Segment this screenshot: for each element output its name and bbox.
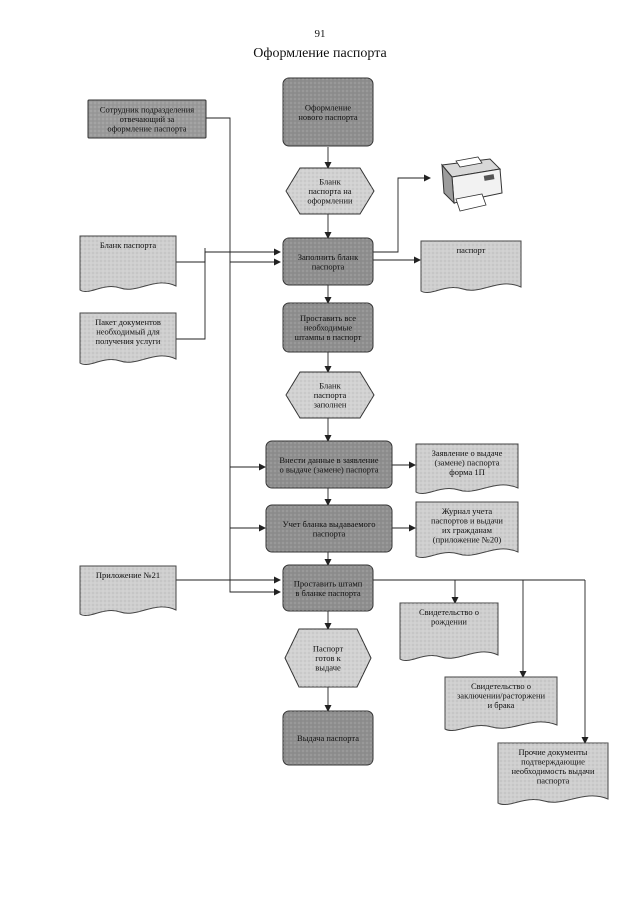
node-label-line: Прочие документы [519, 747, 588, 757]
node-label-line: Бланк [319, 381, 341, 391]
node-label-line: заключении/расторжени [457, 691, 546, 701]
edge-employee-bus [206, 117, 281, 596]
node-label-line: и брака [488, 700, 515, 710]
flow-connectors [175, 117, 589, 744]
node-blank-doc: Бланк паспорта [79, 235, 177, 292]
node-label-line: Бланк паспорта [100, 240, 156, 250]
node-label-line: Проставить штамп [294, 578, 363, 588]
node-label-line: Учет бланка выдаваемого [283, 519, 376, 529]
node-label-line: готов к [315, 653, 341, 663]
node-label-line: оформление паспорта [107, 124, 186, 134]
node-other-doc: Прочие документыподтверждающиенеобходимо… [497, 742, 609, 805]
node-label-line: паспорта [314, 390, 347, 400]
page-title: Оформление паспорта [253, 46, 387, 61]
node-label-line: необходимый для [96, 327, 160, 337]
node-appendix-doc: Приложение №21 [79, 565, 177, 616]
node-label-line: штампы в паспорт [295, 332, 362, 342]
node-label-line: получения услуги [96, 336, 161, 346]
node-label-line: Оформление [305, 102, 352, 112]
node-label-line: в бланке паспорта [295, 588, 360, 598]
node-issue: Выдача паспорта [282, 710, 374, 766]
node-label-line: необходимые [304, 323, 352, 333]
node-label-line: Сотрудник подразделения [100, 105, 194, 115]
node-label-line: о выдаче (замене) паспорта [279, 464, 378, 474]
node-label-line: подтверждающие [521, 757, 585, 767]
node-label-line: Свидетельство о [419, 607, 479, 617]
node-label-line: выдаче [315, 663, 341, 673]
node-label-line: (приложение №20) [433, 535, 502, 545]
node-label-line: заполнен [314, 400, 347, 410]
node-label-line: форма 1П [449, 467, 485, 477]
node-label-line: паспорт [457, 245, 486, 255]
node-label-line: Приложение №21 [96, 570, 160, 580]
node-label-line: отвечающий за [120, 114, 175, 124]
node-label-line: паспорта [537, 776, 570, 786]
node-label-line: Выдача паспорта [297, 733, 359, 743]
node-label-line: Проставить все [300, 313, 356, 323]
node-label-line: Заполнить бланк [298, 252, 359, 262]
node-label-line: паспортов и выдачи [431, 516, 503, 526]
page-number: 91 [314, 28, 326, 40]
node-label-line: Журнал учета [442, 506, 493, 516]
node-label-line: Паспорт [313, 644, 344, 654]
edge-fill-to-printer [372, 174, 431, 253]
node-label-line: Бланк [319, 177, 341, 187]
node-label-line: нового паспорта [298, 112, 358, 122]
node-passport-doc: паспорт [420, 240, 522, 293]
node-label-line: паспорта на [308, 186, 351, 196]
node-application-doc: Заявление о выдаче(замене) паспортаформа… [415, 443, 519, 494]
node-label-line: Свидетельство о [471, 681, 531, 691]
node-label-line: паспорта [313, 528, 346, 538]
node-label-line: паспорта [312, 261, 345, 271]
node-label-line: (замене) паспорта [434, 458, 499, 468]
edge-blankdoc-to-fill [175, 248, 281, 263]
printer-icon [441, 156, 503, 212]
node-label-line: необходимость выдачи [511, 766, 594, 776]
node-label-line: Пакет документов [95, 317, 161, 327]
node-label-line: оформлении [307, 196, 353, 206]
node-label-line: их гражданам [442, 525, 493, 535]
node-label-line: Внести данные в заявление [279, 455, 378, 465]
node-label-line: Заявление о выдаче [432, 448, 503, 458]
edge-docs-to-fill [175, 248, 206, 340]
node-label-line: рождении [431, 617, 467, 627]
